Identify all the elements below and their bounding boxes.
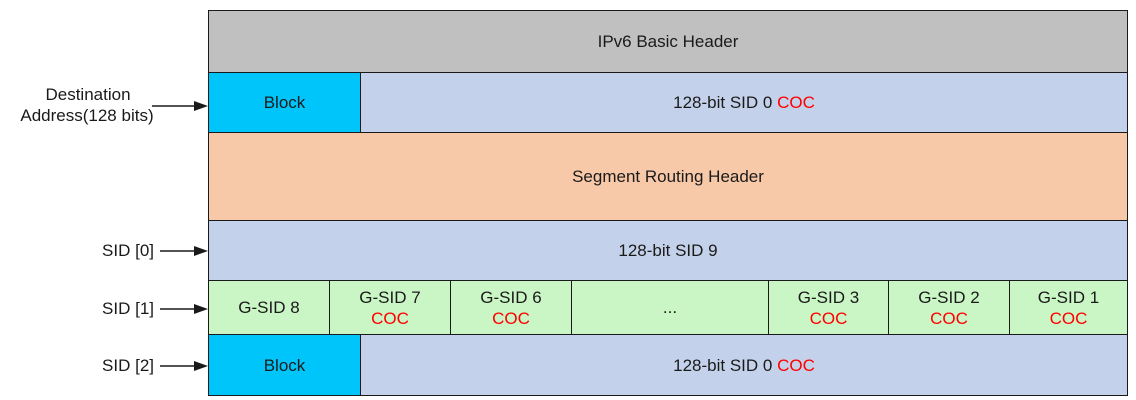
gsid-cell-3: G-SID 3 COC bbox=[768, 280, 889, 335]
sid2-arrow bbox=[160, 361, 208, 371]
sid0-arrow bbox=[160, 246, 208, 256]
sid1-side-label: SID [1] bbox=[60, 298, 154, 319]
destination-address-label: Destination Address(128 bits) bbox=[0, 84, 174, 126]
gsid-name: G-SID 8 bbox=[238, 298, 300, 317]
gsid-cell-6: G-SID 6 COC bbox=[450, 280, 572, 335]
sid2-sid-label: 128-bit SID 0 bbox=[673, 355, 773, 375]
ipv6-basic-header: IPv6 Basic Header bbox=[208, 10, 1128, 73]
sid2-side-label-text: SID [2] bbox=[102, 356, 154, 375]
sid0-side-label-text: SID [0] bbox=[102, 241, 154, 260]
sid2-sid-text: 128-bit SID 0 COC bbox=[673, 355, 815, 376]
gsid-name: G-SID 3 bbox=[797, 287, 860, 307]
sid0-row: 128-bit SID 9 bbox=[208, 220, 1128, 281]
da-coc-label: COC bbox=[777, 93, 815, 112]
destination-label-line1: Destination bbox=[45, 85, 131, 104]
da-sid-cell: 128-bit SID 0 COC bbox=[360, 72, 1128, 133]
gsid-coc: COC bbox=[371, 308, 409, 328]
sid2-block-cell: Block bbox=[208, 334, 361, 396]
sid2-sid-cell: 128-bit SID 0 COC bbox=[360, 334, 1128, 396]
sid1-arrow bbox=[160, 304, 208, 314]
sid0-side-label: SID [0] bbox=[60, 240, 154, 261]
gsid-coc: COC bbox=[930, 308, 968, 328]
destination-label-line2: Address(128 bits) bbox=[20, 106, 154, 125]
srh-label: Segment Routing Header bbox=[572, 167, 764, 186]
sid2-coc-label: COC bbox=[777, 355, 815, 375]
gsid-name: G-SID 2 bbox=[918, 287, 980, 307]
gsid-name: ... bbox=[662, 298, 678, 317]
gsid-coc: COC bbox=[809, 308, 848, 328]
gsid-cell-7: G-SID 7 COC bbox=[329, 280, 451, 335]
segment-routing-header: Segment Routing Header bbox=[208, 132, 1128, 221]
gsid-cell-ellipsis: ... bbox=[571, 280, 769, 335]
gsid-coc: COC bbox=[1049, 308, 1088, 328]
sid0-label-text: 128-bit SID 9 bbox=[618, 241, 718, 260]
gsid-cell-2: G-SID 2 COC bbox=[888, 280, 1010, 335]
gsid-cell-8: G-SID 8 bbox=[208, 280, 330, 335]
da-block-cell: Block bbox=[208, 72, 361, 133]
da-block-label: Block bbox=[263, 93, 306, 112]
sid2-side-label: SID [2] bbox=[60, 355, 154, 376]
da-sid-text: 128-bit SID 0 COC bbox=[673, 92, 815, 113]
ipv6-basic-header-label: IPv6 Basic Header bbox=[597, 32, 739, 51]
gsid-name: G-SID 6 bbox=[480, 287, 542, 307]
gsid-name: G-SID 1 bbox=[1037, 287, 1100, 307]
gsid-coc: COC bbox=[492, 308, 530, 328]
sid1-side-label-text: SID [1] bbox=[102, 299, 154, 318]
gsid-cell-1: G-SID 1 COC bbox=[1009, 280, 1128, 335]
sid2-block-label: Block bbox=[263, 355, 306, 375]
gsid-name: G-SID 7 bbox=[359, 287, 421, 307]
da-sid-label: 128-bit SID 0 bbox=[673, 93, 773, 112]
